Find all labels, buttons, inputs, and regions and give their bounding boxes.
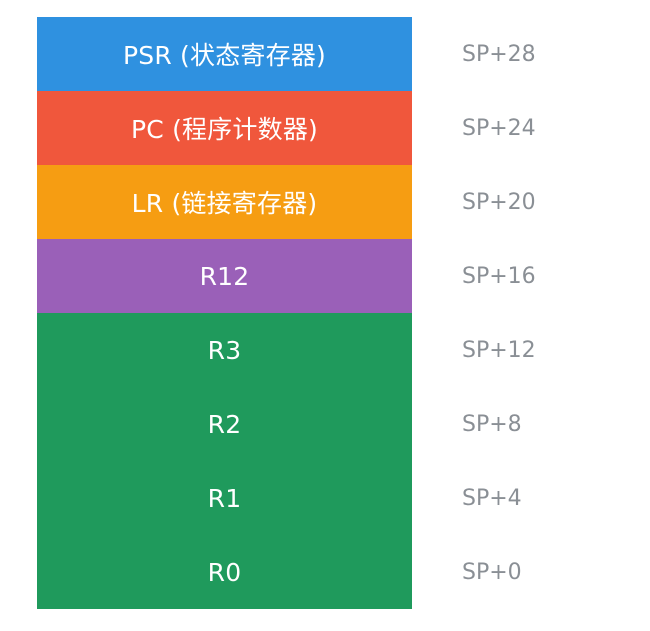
offset-label-psr: SP+28 — [462, 41, 536, 67]
stack-row-r0: R0 SP+0 — [37, 535, 522, 609]
register-cell-r0: R0 — [37, 535, 412, 609]
offset-label-r12: SP+16 — [462, 263, 536, 289]
register-cell-r12: R12 — [37, 239, 412, 313]
stack-row-r2: R2 SP+8 — [37, 387, 522, 461]
stack-frame-diagram: PSR (状态寄存器) SP+28 PC (程序计数器) SP+24 LR (链… — [37, 17, 536, 609]
offset-label-r3: SP+12 — [462, 337, 536, 363]
stack-row-pc: PC (程序计数器) SP+24 — [37, 91, 536, 165]
stack-row-r12: R12 SP+16 — [37, 239, 536, 313]
register-cell-r1: R1 — [37, 461, 412, 535]
stack-row-r1: R1 SP+4 — [37, 461, 522, 535]
stack-row-lr: LR (链接寄存器) SP+20 — [37, 165, 536, 239]
stack-row-r3: R3 SP+12 — [37, 313, 536, 387]
offset-label-r1: SP+4 — [462, 485, 522, 511]
offset-label-r0: SP+0 — [462, 559, 522, 585]
stack-row-psr: PSR (状态寄存器) SP+28 — [37, 17, 536, 91]
register-cell-psr: PSR (状态寄存器) — [37, 17, 412, 91]
offset-label-lr: SP+20 — [462, 189, 536, 215]
register-cell-lr: LR (链接寄存器) — [37, 165, 412, 239]
offset-label-pc: SP+24 — [462, 115, 536, 141]
register-cell-r3: R3 — [37, 313, 412, 387]
offset-label-r2: SP+8 — [462, 411, 522, 437]
register-cell-pc: PC (程序计数器) — [37, 91, 412, 165]
register-cell-r2: R2 — [37, 387, 412, 461]
